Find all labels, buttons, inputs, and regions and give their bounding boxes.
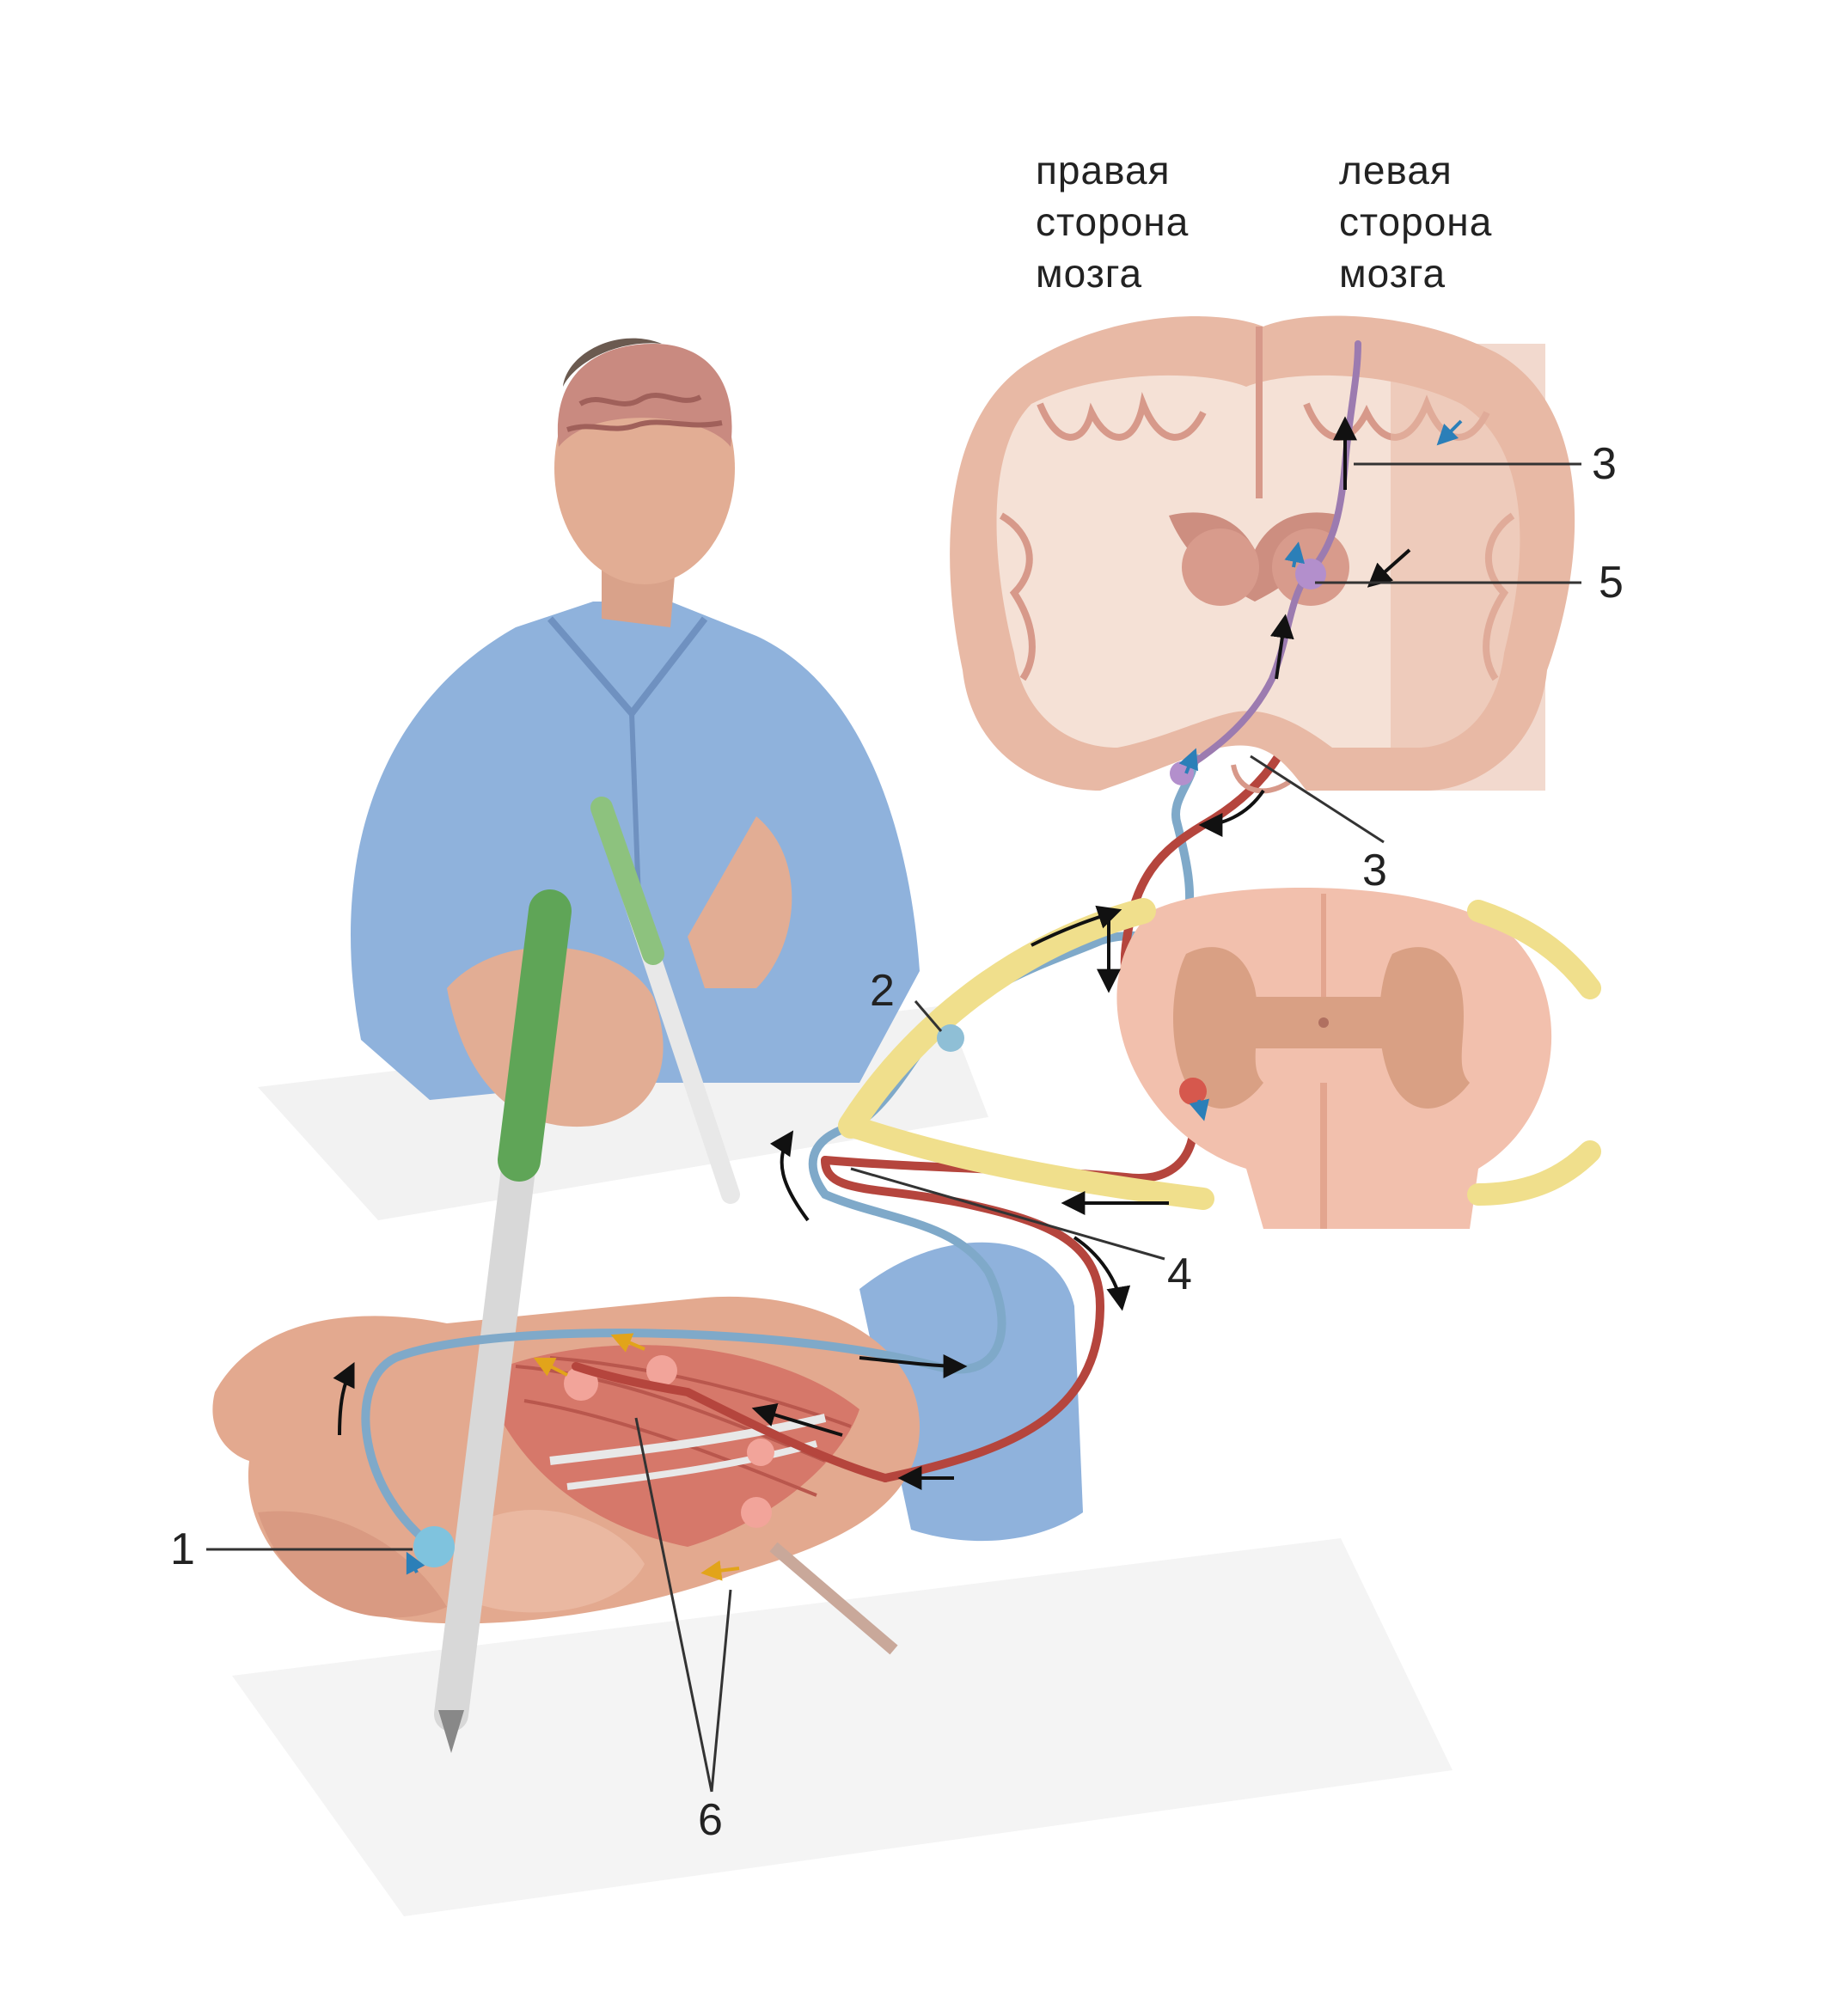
left-brain-line-2: сторона xyxy=(1339,199,1493,244)
man-figure xyxy=(351,338,920,1204)
man-right-hand xyxy=(688,816,792,988)
brain-section xyxy=(950,315,1575,794)
left-brain-line-1: левая xyxy=(1339,148,1453,192)
blue-arrows xyxy=(406,419,1463,1575)
right-brain-label: правая сторона мозга xyxy=(1036,144,1189,299)
flow-arrows xyxy=(333,416,1411,1490)
receptor xyxy=(413,1526,455,1567)
thalamus-right xyxy=(1182,528,1259,606)
label-6: 6 xyxy=(698,1795,723,1845)
spinal-nerves xyxy=(838,898,1601,1210)
spinal-cord xyxy=(1116,887,1552,1229)
hand-closeup xyxy=(212,889,1083,1753)
label-3-top: 3 xyxy=(1592,439,1617,489)
label-2: 2 xyxy=(870,966,895,1016)
right-brain-line-3: мозга xyxy=(1036,251,1143,296)
label-4: 4 xyxy=(1167,1249,1192,1299)
leader-lines xyxy=(206,462,1581,1793)
right-brain-line-2: сторона xyxy=(1036,199,1190,244)
label-1: 1 xyxy=(170,1524,195,1574)
left-brain-line-3: мозга xyxy=(1339,251,1446,296)
left-brain-label: левая сторона мозга xyxy=(1339,144,1492,299)
label-5: 5 xyxy=(1599,558,1624,608)
yellow-arrows xyxy=(533,1333,740,1581)
label-3-bottom: 3 xyxy=(1362,846,1387,895)
motor-neuron xyxy=(1179,1078,1207,1105)
dorsal-root-ganglion xyxy=(937,1024,964,1052)
right-brain-line-1: правая xyxy=(1036,148,1171,192)
pen-cap xyxy=(498,889,572,1182)
